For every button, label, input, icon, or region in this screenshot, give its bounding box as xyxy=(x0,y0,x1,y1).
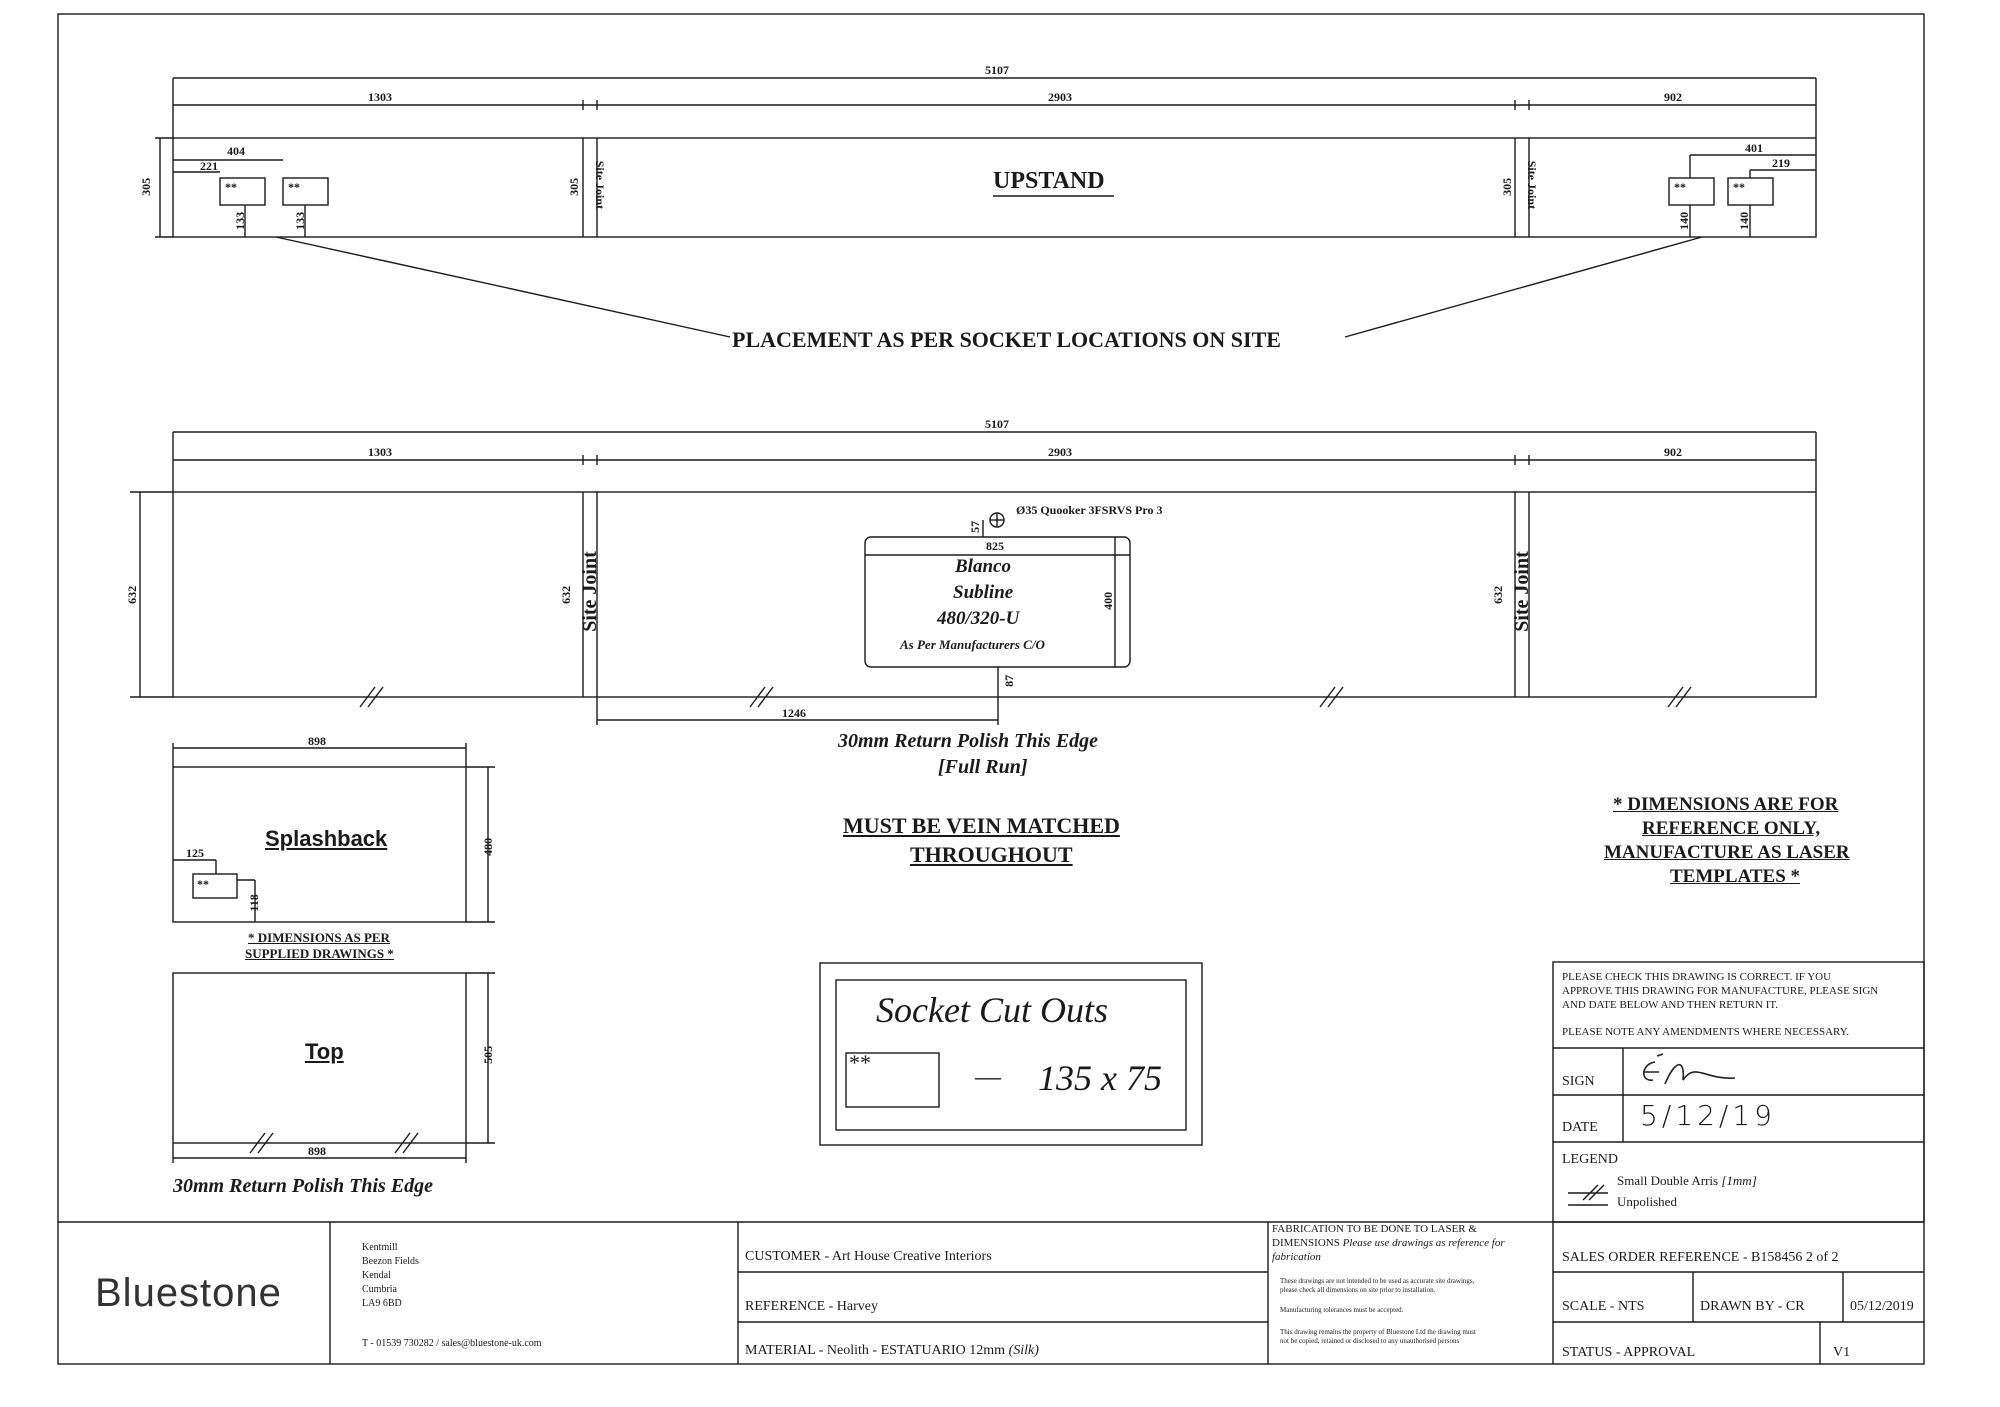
upstand-drawing xyxy=(155,77,1817,338)
arris-marks-worktop xyxy=(359,686,1692,708)
upstand-socket-left-1 xyxy=(219,177,266,206)
worktop-drawing xyxy=(130,431,1817,725)
splashback-socket xyxy=(192,873,238,899)
sink-cutout xyxy=(864,536,1131,668)
placement-leader-right xyxy=(1344,236,1703,338)
splashback-drawing xyxy=(172,743,495,923)
upstand-socket-left-2 xyxy=(282,177,329,206)
title-block xyxy=(58,1221,1924,1364)
top-piece-drawing xyxy=(172,972,495,1163)
sheet-border xyxy=(57,13,1925,1365)
placement-leader-left xyxy=(275,236,731,338)
upstand-socket-right-1 xyxy=(1668,177,1715,206)
socket-cutout-box xyxy=(819,962,1203,1146)
upstand-socket-right-2 xyxy=(1727,177,1774,206)
approval-box xyxy=(1552,961,1925,1223)
